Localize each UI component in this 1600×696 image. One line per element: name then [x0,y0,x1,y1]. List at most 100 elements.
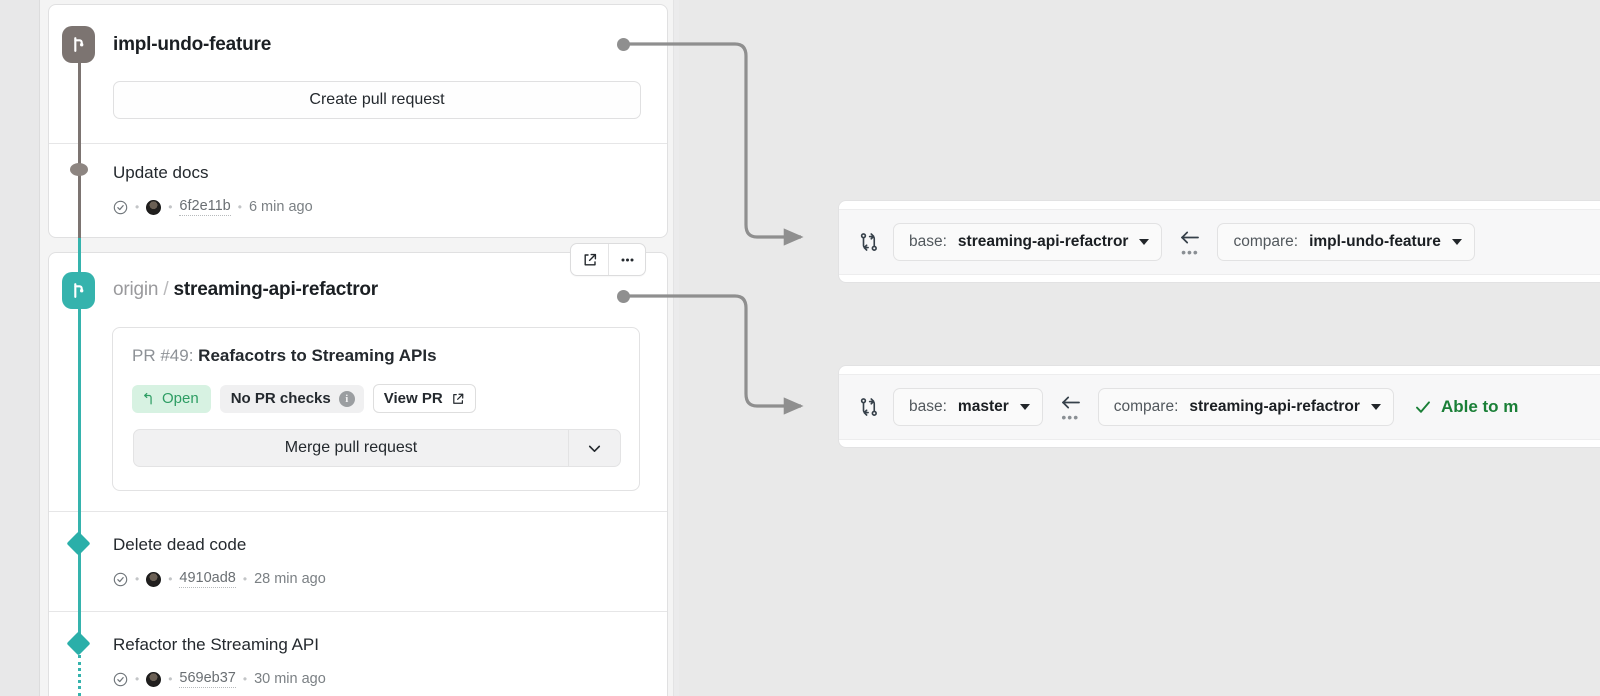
commit-title-refactor-streaming-api[interactable]: Refactor the Streaming API [113,635,319,654]
pr-checks-label: No PR checks [230,390,331,407]
compare-toolbar: base: streaming-api-refactror ••• compar… [839,209,1600,275]
branch-rail-gray [78,56,81,264]
branch-card-toolbar [570,243,646,276]
compare-label: compare: [1233,233,1299,250]
pull-request-badges: Open No PR checks i View PR [132,384,476,413]
check-circle-icon [113,200,128,215]
meta-separator: • [135,572,140,586]
commit-node-dot [70,163,88,176]
create-pull-request-button[interactable]: Create pull request [113,81,641,119]
commit-sha-link[interactable]: 569eb37 [179,670,236,688]
status-badge-open-label: Open [162,390,199,407]
commit-timestamp: 6 min ago [248,199,313,215]
compare-panel-impl-undo-feature: base: streaming-api-refactror ••• compar… [838,200,1600,283]
branch-rail-teal-top [78,238,81,298]
card-section-divider [49,511,667,512]
branch-short-name: streaming-api-refactror [173,279,379,300]
chevron-down-icon [1019,404,1030,410]
branch-name-impl-undo-feature[interactable]: impl-undo-feature [113,34,272,55]
more-horizontal-icon: ••• [1181,244,1199,260]
base-value: master [957,398,1009,415]
meta-separator: • [135,672,140,686]
commit-timestamp: 30 min ago [254,671,326,687]
connector-origin-dot [617,38,630,51]
compare-background-area [679,0,1600,696]
left-gutter [0,0,40,696]
branch-rail-teal-dotted [78,655,81,696]
base-branch-selector[interactable]: base: streaming-api-refactror [893,223,1163,261]
compare-toolbar: base: master ••• compare: streaming-api-… [839,374,1600,440]
branch-remote-separator: / [158,279,174,300]
swap-refs-button[interactable]: ••• [1178,228,1201,260]
commit-meta-row: • • 4910ad8 • 28 min ago [113,570,326,588]
branch-card-impl-undo-feature[interactable]: Create pull request [48,4,668,238]
merge-status-label: Able to m [1440,397,1519,416]
commit-meta-row: • • 6f2e11b • 6 min ago [113,198,313,216]
commit-meta-row: • • 569eb37 • 30 min ago [113,670,326,688]
connector-origin-dot [617,290,630,303]
pull-request-title-text: Reafacotrs to Streaming APIs [198,346,437,365]
meta-separator: • [242,672,248,686]
branch-rail-teal [78,300,81,646]
compare-label: compare: [1113,398,1179,415]
base-label: base: [909,398,947,415]
git-branch-icon [62,26,95,63]
compare-branch-selector[interactable]: compare: streaming-api-refactror [1097,388,1394,426]
branch-remote-label: origin [113,279,159,300]
check-circle-icon [113,572,128,587]
more-horizontal-icon[interactable] [608,244,645,275]
external-link-icon [451,392,465,406]
commit-title-delete-dead-code[interactable]: Delete dead code [113,535,247,554]
pr-checks-badge[interactable]: No PR checks i [219,384,364,413]
meta-separator: • [168,200,173,214]
chevron-down-icon [1370,404,1381,410]
chevron-down-icon[interactable] [568,430,620,466]
chevron-down-icon [1139,239,1150,245]
meta-separator: • [135,200,140,214]
compare-branches-icon [859,232,879,252]
base-label: base: [909,233,947,250]
gutter-edge-line [39,0,40,696]
panel-divider [673,0,679,696]
meta-separator: • [168,672,173,686]
compare-branch-selector[interactable]: compare: impl-undo-feature [1217,223,1475,261]
meta-separator: • [242,572,248,586]
pull-request-number: PR #49: [132,346,194,365]
branch-name-streaming-api-refactror[interactable]: origin / streaming-api-refactror [113,279,378,301]
author-avatar [146,671,162,687]
info-icon[interactable]: i [338,390,355,407]
more-horizontal-icon: ••• [1061,409,1080,425]
card-section-divider [49,143,667,144]
author-avatar [146,571,162,587]
pull-request-box: PR #49: Reafacotrs to Streaming APIs Ope… [112,327,640,491]
merge-status-indicator: Able to m [1414,397,1518,417]
meta-separator: • [168,572,173,586]
pull-request-title[interactable]: PR #49: Reafacotrs to Streaming APIs [132,346,437,366]
commit-timestamp: 28 min ago [254,571,326,587]
merge-pull-request-row: Merge pull request [133,429,621,467]
view-pr-label: View PR [383,390,443,407]
arrow-left-icon [1178,228,1201,247]
commit-title-update-docs[interactable]: Update docs [113,163,209,182]
compare-panel-streaming-api-refactror: base: master ••• compare: streaming-api-… [838,365,1600,448]
external-link-icon[interactable] [571,244,608,275]
check-icon [1414,398,1432,416]
arrow-left-icon [1059,393,1082,412]
meta-separator: • [237,200,242,214]
view-pr-button[interactable]: View PR [372,384,476,413]
git-branch-icon [62,272,95,309]
base-value: streaming-api-refactror [957,233,1129,250]
pull-request-open-icon [141,392,155,406]
commit-sha-link[interactable]: 6f2e11b [179,198,231,216]
check-circle-icon [113,672,128,687]
status-badge-open[interactable]: Open [132,384,211,413]
commit-sha-link[interactable]: 4910ad8 [179,570,236,588]
card-section-divider [49,611,667,612]
compare-branches-icon [859,397,879,417]
base-branch-selector[interactable]: base: master [893,388,1043,426]
author-avatar [146,199,162,215]
compare-value: impl-undo-feature [1309,233,1441,250]
swap-refs-button[interactable]: ••• [1059,393,1082,425]
chevron-down-icon [1451,239,1462,245]
merge-pull-request-button[interactable]: Merge pull request [284,439,418,456]
